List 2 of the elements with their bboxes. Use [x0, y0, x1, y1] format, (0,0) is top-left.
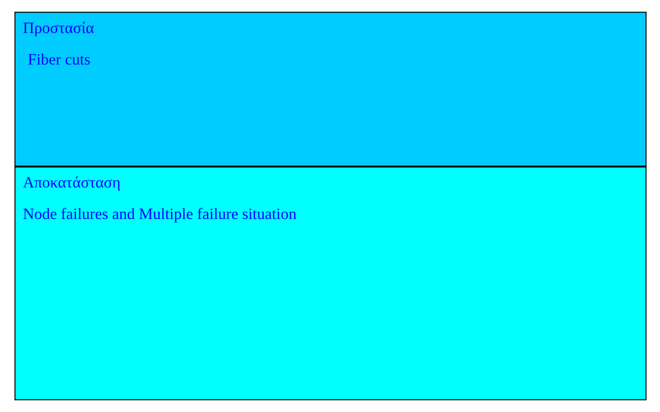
node-box: Αποκατάσταση Node failures and Multiple failure situation	[14, 166, 646, 400]
node-box: Προστασία Fiber cuts	[14, 12, 646, 167]
